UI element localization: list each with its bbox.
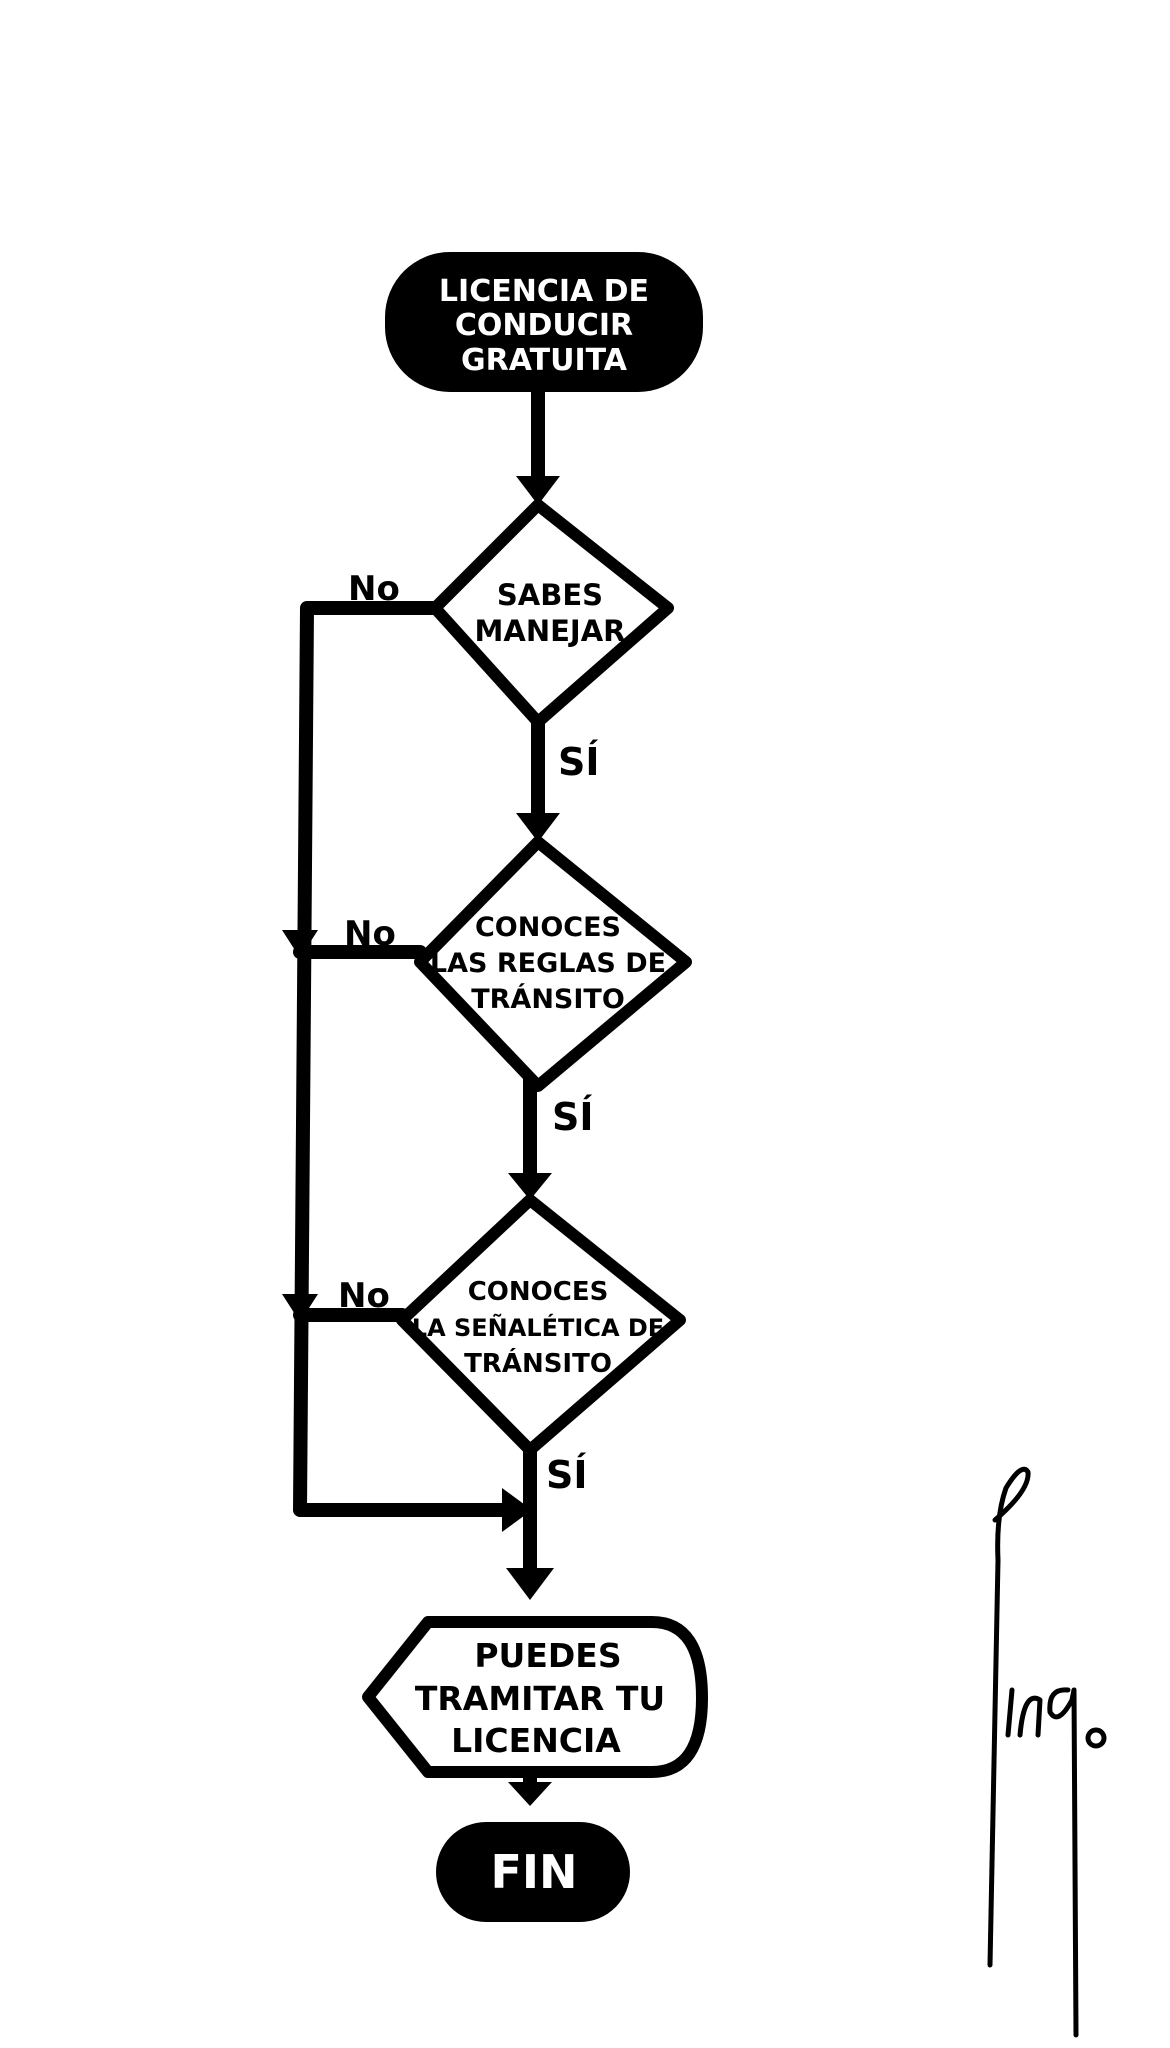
decision-1-line-2: MANEJAR	[475, 614, 626, 648]
result-line-2: TRAMITAR TU	[415, 1679, 665, 1718]
start-label-line-3: GRATUITA	[461, 343, 628, 378]
decision-1-line-1: SABES	[497, 578, 603, 612]
end-terminal: FIN	[436, 1822, 630, 1922]
decision-sabes-manejar: SABES MANEJAR	[429, 499, 674, 728]
decision-2-line-2: LAS REGLAS DE	[430, 948, 666, 979]
result-display: PUEDES TRAMITAR TU LICENCIA	[362, 1616, 708, 1778]
arrowhead-down-no-branch-1	[282, 930, 318, 958]
edge-labels: No No No SÍ SÍ SÍ	[338, 569, 600, 1497]
label-no-2: No	[344, 914, 396, 954]
artist-signature	[987, 1466, 1107, 2038]
label-yes-1: SÍ	[558, 740, 600, 784]
label-yes-3: SÍ	[546, 1453, 588, 1497]
label-no-3: No	[338, 1276, 390, 1316]
arrowhead-into-q2	[516, 813, 560, 842]
start-terminal: LICENCIA DE CONDUCIR GRATUITA	[385, 252, 703, 392]
decision-reglas-transito: CONOCES LAS REGLAS DE TRÁNSITO	[414, 836, 692, 1092]
label-no-1: No	[348, 569, 400, 609]
label-yes-2: SÍ	[552, 1095, 594, 1139]
start-label-line-1: LICENCIA DE	[439, 274, 649, 309]
decision-3-line-1: CONOCES	[468, 1277, 609, 1307]
decision-3-line-3: TRÁNSITO	[464, 1347, 612, 1379]
result-line-3: LICENCIA	[451, 1721, 621, 1760]
arrowhead-down-no-branch-2	[282, 1294, 318, 1322]
arrowheads	[282, 476, 560, 1806]
arrowhead-into-result	[506, 1568, 554, 1600]
arrowhead-merge	[502, 1488, 532, 1532]
decision-senaletica-transito: CONOCES LA SEÑALÉTICA DE TRÁNSITO	[396, 1194, 686, 1456]
decision-2-line-3: TRÁNSITO	[471, 983, 625, 1015]
start-label-line-2: CONDUCIR	[455, 308, 633, 343]
arrowhead-into-end	[508, 1782, 552, 1806]
result-line-1: PUEDES	[474, 1636, 621, 1675]
connector-no1-branch	[293, 601, 511, 1517]
decision-2-line-1: CONOCES	[475, 912, 621, 943]
decision-3-line-2: LA SEÑALÉTICA DE	[412, 1313, 664, 1342]
arrowhead-into-q1	[516, 476, 560, 505]
arrowhead-into-q3	[508, 1173, 552, 1200]
end-label: FIN	[490, 1845, 577, 1899]
